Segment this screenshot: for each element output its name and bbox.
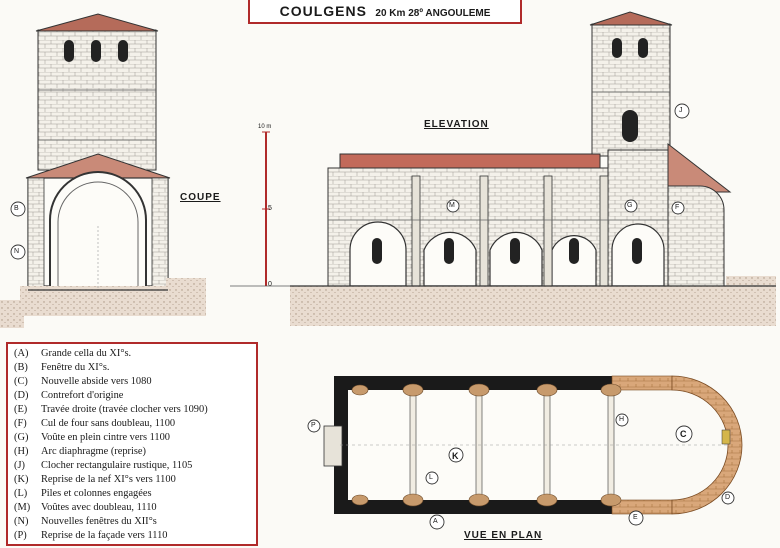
elevation-label: ELEVATION xyxy=(424,119,489,130)
legend-item: (L)Piles et colonnes engagées xyxy=(14,488,152,499)
scale-zero-label: 0 xyxy=(268,281,272,288)
scale-mid-label: 5 xyxy=(268,205,272,212)
marker-f: F xyxy=(675,204,680,211)
marker-m: M xyxy=(449,202,455,209)
legend-item: (M)Voûtes avec doubleau, 1110 xyxy=(14,502,157,513)
legend-item: (G)Voûte en plein cintre vers 1100 xyxy=(14,432,170,443)
legend-item: (B)Fenêtre du XI°s. xyxy=(14,362,110,373)
legend-item: (J)Clocher rectangulaire rustique, 1105 xyxy=(14,460,193,471)
legend-item: (K)Reprise de la nef XI°s vers 1100 xyxy=(14,474,176,485)
legend-item: (C)Nouvelle abside vers 1080 xyxy=(14,376,152,387)
marker-k: K xyxy=(452,451,459,461)
legend-item: (H)Arc diaphragme (reprise) xyxy=(14,446,147,457)
legend-item: (D)Contrefort d'origine xyxy=(14,390,124,401)
scale-top-label: 10 m xyxy=(258,124,272,130)
scale-bar xyxy=(230,131,330,287)
legend-item: (F)Cul de four sans doubleau, 1100 xyxy=(14,418,176,429)
legend-box: (A)Grande cella du XI°s. (B)Fenêtre du X… xyxy=(6,342,258,546)
marker-d: D xyxy=(725,494,731,501)
legend-item: (A)Grande cella du XI°s. xyxy=(14,348,132,359)
plan-label: VUE EN PLAN xyxy=(464,530,543,541)
marker-h: H xyxy=(619,416,625,423)
marker-p: P xyxy=(311,422,316,429)
legend-item: (E)Travée droite (travée clocher vers 10… xyxy=(14,404,208,415)
marker-e: E xyxy=(633,514,638,521)
elevation-drawing xyxy=(290,11,776,326)
marker-g: G xyxy=(627,202,633,209)
coupe-label: COUPE xyxy=(180,192,221,203)
legend-item: (N)Nouvelles fenêtres du XII°s xyxy=(14,516,157,527)
legend-item: (P)Reprise de la façade vers 1110 xyxy=(14,530,168,541)
marker-a: A xyxy=(433,518,438,525)
title-sub: 20 Km 28º ANGOULEME xyxy=(375,8,491,19)
plan-drawing xyxy=(323,375,743,515)
title-main: COULGENS xyxy=(279,3,367,19)
marker-b: B xyxy=(14,205,19,212)
title-box: COULGENS 20 Km 28º ANGOULEME xyxy=(248,0,522,24)
marker-l: L xyxy=(429,474,433,481)
marker-c: C xyxy=(680,429,687,439)
marker-n: N xyxy=(14,248,20,255)
coupe-section xyxy=(0,13,206,328)
marker-j: J xyxy=(679,107,683,114)
